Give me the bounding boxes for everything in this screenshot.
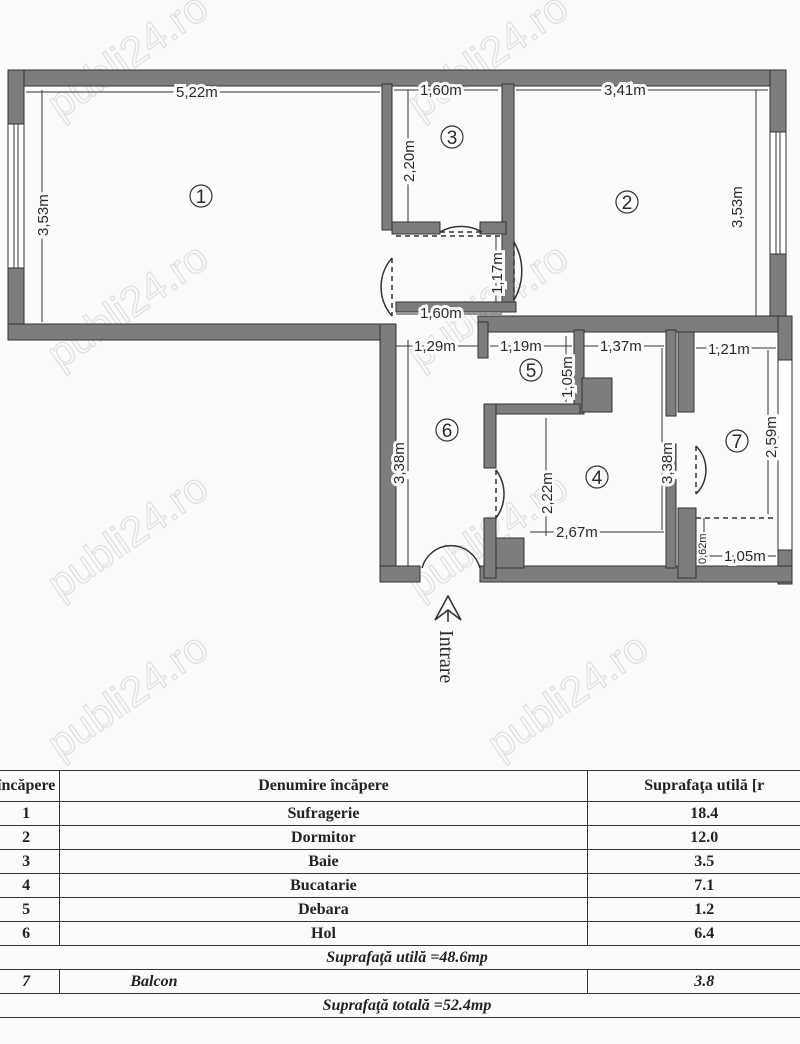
table-row: 5 Debara 1.2 (0, 897, 800, 922)
entrance-label: Intrare (435, 630, 457, 683)
dim-label: 1,17m (489, 252, 506, 294)
room-number-5: 5 (526, 361, 537, 382)
watermark: publi24.ro (38, 463, 216, 607)
table-row: 6 Hol 6.4 (0, 921, 800, 946)
table-row: 2 Dormitor 12.0 (0, 825, 800, 850)
room-number-1: 1 (196, 187, 207, 208)
room-markers (189, 125, 749, 489)
row-area: 18.4 (586, 801, 800, 826)
row-number: 4 (0, 873, 61, 898)
room-number-6: 6 (442, 421, 453, 442)
subtotal-text: Suprafaţă utilă =48.6mp (0, 945, 800, 970)
row-area: 3.8 (586, 969, 800, 994)
table-row: 1 Sufragerie 18.4 (0, 801, 800, 826)
row-number: 6 (0, 921, 61, 946)
dim-label: 1,21m (708, 341, 750, 358)
dimension-labels: 5,22m 3,53m 1,60m 2,20m 3,41m 3,53m 1,60… (32, 79, 783, 568)
row-name: Hol (59, 921, 588, 946)
floor-plan: publi24.ro publi24.ro publi24.ro publi24… (7, 0, 793, 768)
row-number: 5 (0, 897, 61, 922)
row-area: 1.2 (586, 897, 800, 922)
dim-label: 3,41m (604, 82, 646, 99)
windows (7, 123, 793, 551)
table-header-row: încăpere Denumire încăpere Suprafaţa uti… (0, 770, 800, 802)
total-row: Suprafaţă totală =52.4mp (0, 993, 800, 1018)
room-area-table: încăpere Denumire încăpere Suprafaţa uti… (0, 770, 800, 1018)
dim-label: 1,60m (420, 82, 462, 99)
header-room-area: Suprafaţa utilă [r (586, 770, 800, 802)
dim-label: 1,60m (420, 305, 462, 322)
total-text: Suprafaţă totală =52.4mp (0, 993, 800, 1018)
balcony-row: 7 Balcon 3.8 (0, 969, 800, 994)
dim-label: 3,53m (729, 186, 746, 228)
dim-label: 5,22m (176, 84, 218, 101)
row-name: Debara (59, 897, 588, 922)
table-row: 3 Baie 3.5 (0, 849, 800, 874)
row-name: Sufragerie (59, 801, 588, 826)
dim-label: 2,20m (401, 140, 418, 182)
room-number-7: 7 (732, 432, 743, 453)
dim-label: 1,19m (500, 338, 542, 355)
dim-label: 1,37m (600, 338, 642, 355)
room-numbers: 1 2 3 4 5 6 7 (196, 128, 743, 489)
dim-label: 1,05m (724, 548, 766, 565)
row-number: 3 (0, 849, 61, 874)
watermark: publi24.ro (478, 623, 656, 767)
header-room-number: încăpere (0, 770, 61, 802)
room-number-3: 3 (447, 128, 458, 149)
doors (380, 225, 774, 569)
row-number: 2 (0, 825, 61, 850)
row-number: 1 (0, 801, 61, 826)
row-name: Dormitor (59, 825, 588, 850)
header-room-name: Denumire încăpere (59, 770, 588, 802)
row-number: 7 (0, 969, 61, 994)
row-name: Baie (59, 849, 588, 874)
watermark: publi24.ro (38, 623, 216, 767)
subtotal-row: Suprafaţă utilă =48.6mp (0, 945, 800, 970)
dim-label: 1,29m (414, 338, 456, 355)
entrance-arrow-icon (434, 594, 462, 622)
watermark: publi24.ro (38, 233, 216, 377)
dim-label: 2,67m (556, 524, 598, 541)
room-number-4: 4 (592, 468, 603, 489)
watermark: publi24.ro (398, 0, 576, 127)
table-row: 4 Bucatarie 7.1 (0, 873, 800, 898)
dim-label: 1,05m (559, 356, 576, 398)
row-area: 3.5 (586, 849, 800, 874)
dim-label: 3,38m (391, 442, 408, 484)
dim-label: 3,53m (35, 194, 52, 236)
room-number-2: 2 (622, 193, 633, 214)
row-area: 6.4 (586, 921, 800, 946)
row-name: Balcon (59, 969, 588, 994)
dim-label: 2,22m (539, 472, 556, 514)
row-area: 12.0 (586, 825, 800, 850)
dimension-lines (26, 89, 776, 566)
dim-label: 3,38m (659, 442, 676, 484)
watermark: publi24.ro (38, 0, 216, 127)
row-name: Bucatarie (59, 873, 588, 898)
row-area: 7.1 (586, 873, 800, 898)
dim-label: 2,59m (763, 416, 780, 458)
dim-label: 0,62m (697, 533, 709, 564)
